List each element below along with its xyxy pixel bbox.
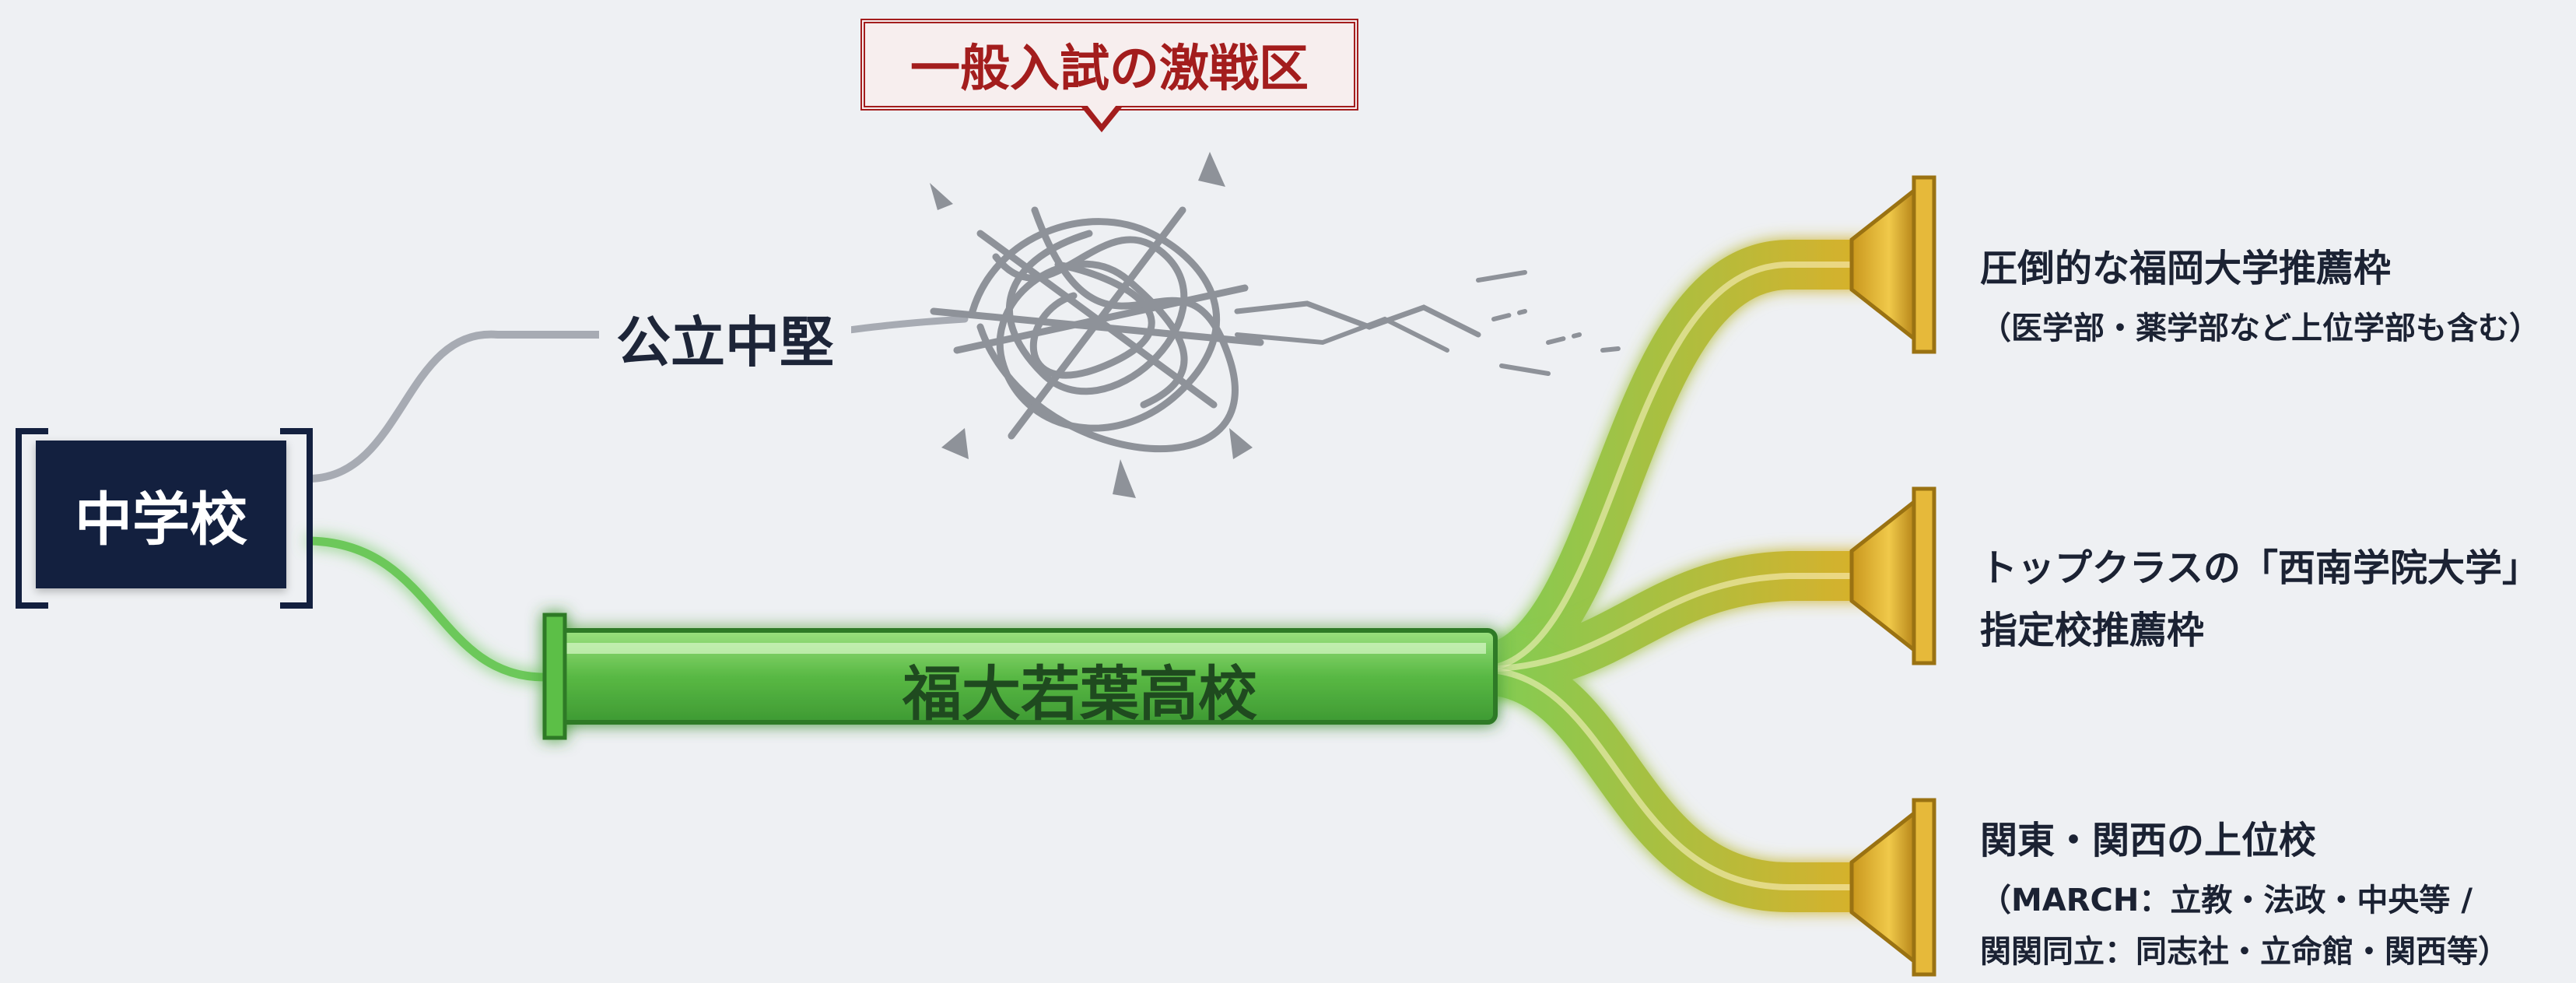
private-school-label: 福大若葉高校 — [902, 659, 1257, 728]
private-route-line — [307, 536, 549, 682]
start-node: 中学校 — [36, 441, 286, 588]
callout-label: 一般入試の激戦区 — [910, 40, 1309, 98]
destination-3-sub-1: （MARCH：立教・法政・中央等 / — [1980, 883, 2473, 918]
callout-box: 一般入試の激戦区 — [860, 19, 1358, 111]
funnel-2 — [1849, 486, 1936, 665]
destination-1: 圧倒的な福岡大学推薦枠 （医学部・薬学部など上位学部も含む） — [1980, 237, 2540, 348]
destination-1-title: 圧倒的な福岡大学推薦枠 — [1980, 247, 2392, 290]
funnel-3 — [1849, 798, 1936, 977]
callout-tail-inner — [1087, 105, 1116, 124]
funnel-1 — [1849, 175, 1936, 354]
destination-2: トップクラスの「西南学院大学」 指定校推薦枠 — [1980, 537, 2539, 654]
destination-1-sub: （医学部・薬学部など上位学部も含む） — [1980, 311, 2540, 346]
destination-3-title: 関東・関西の上位校 — [1980, 819, 2317, 862]
public-route-line — [307, 330, 603, 483]
destination-3: 関東・関西の上位校 （MARCH：立教・法政・中央等 / 関関同立：同志社・立命… — [1980, 809, 2509, 971]
start-label: 中学校 — [75, 486, 247, 553]
destination-3-sub-2: 関関同立：同志社・立命館・関西等） — [1980, 934, 2509, 970]
public-school-label: 公立中堅 — [599, 299, 851, 377]
main-tube — [542, 613, 1498, 740]
destination-2-title: トップクラスの「西南学院大学」 — [1980, 546, 2540, 590]
destination-2-sub: 指定校推薦枠 — [1980, 609, 2205, 652]
start-bracket-left — [16, 428, 48, 609]
tangle-shards — [930, 152, 1253, 498]
branch-tubes — [1453, 240, 1892, 912]
tangle-scribble — [930, 206, 1621, 453]
start-bracket-right — [280, 428, 313, 609]
